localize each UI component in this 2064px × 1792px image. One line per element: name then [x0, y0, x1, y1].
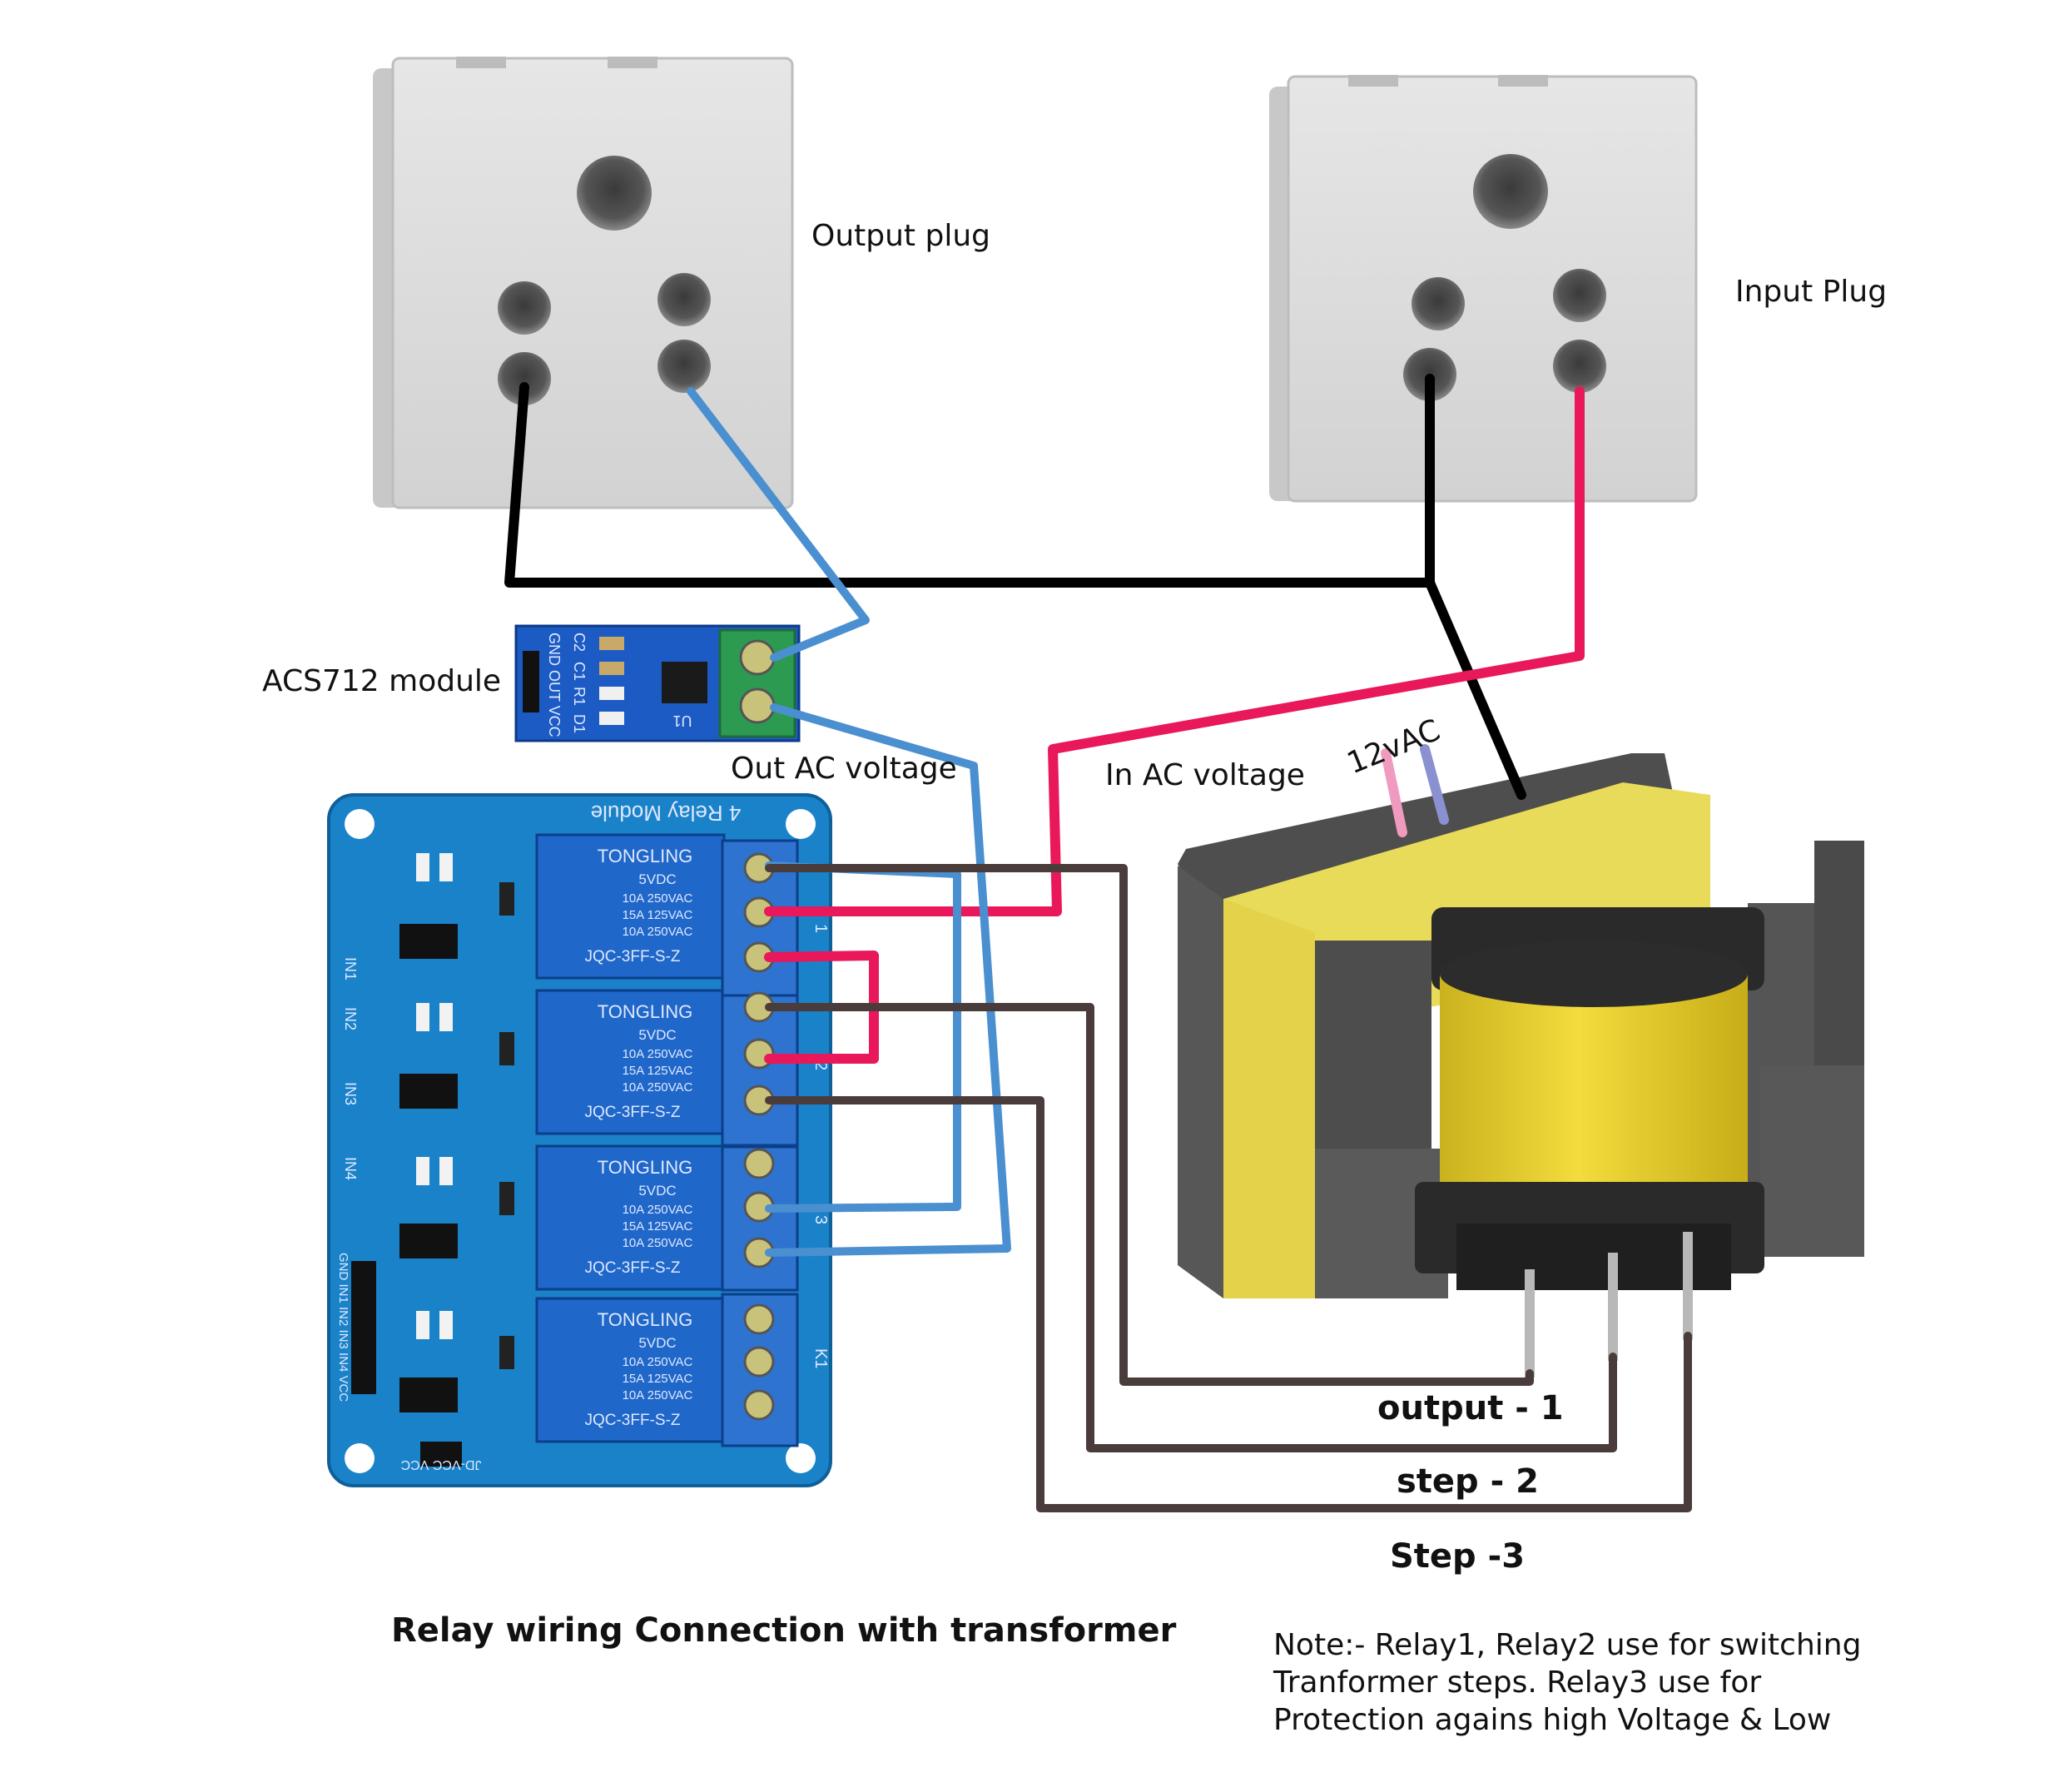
relay-3-rating-3: 10A 250VAC	[623, 1236, 693, 1250]
relay-4-rating-2: 15A 125VAC	[623, 1372, 693, 1386]
acs-part-c1: C1	[571, 662, 588, 681]
k-label-k1: K1	[811, 1348, 830, 1368]
jumper-label: JD-VCC VCC	[401, 1457, 482, 1472]
transformer-pin-1	[1525, 1269, 1535, 1378]
wire-step-2	[765, 1003, 1617, 1452]
transformer-pin-2	[1608, 1253, 1618, 1361]
relay-4-rating-3: 10A 250VAC	[623, 1388, 693, 1402]
relay-2-rating-1: 10A 250VAC	[623, 1047, 693, 1061]
input-plug	[1269, 75, 1698, 503]
note-line-1: Note:- Relay1, Relay2 use for switching	[1273, 1628, 1861, 1662]
input-label-in1: IN1	[342, 957, 359, 980]
output-plug-label: Output plug	[811, 219, 990, 253]
input-label-in3: IN3	[342, 1082, 359, 1105]
input-label-in2: IN2	[342, 1007, 359, 1030]
header-label: GND IN1 IN2 IN3 IN4 VCC	[336, 1253, 350, 1402]
k-label-3: 3	[811, 1215, 830, 1224]
relay-1-model: JQC-3FF-S-Z	[584, 948, 680, 965]
note-line-3: Protection agains high Voltage & Low	[1273, 1703, 1831, 1737]
relay-4-coil: 5VDC	[638, 1335, 676, 1351]
wire-12vac-pink	[1381, 748, 1407, 837]
acs-part-d1: D1	[571, 714, 588, 733]
step-3-label: Step -3	[1390, 1537, 1525, 1576]
wire-blue-output	[687, 387, 870, 662]
relay-4: TONGLING 5VDC 10A 250VAC 15A 125VAC 10A …	[535, 1297, 726, 1443]
acs712-board: GND OUT VCC C2 C1 R1 D1 U1	[514, 624, 801, 742]
jd-vcc-jumper	[420, 1442, 462, 1467]
relay-1-rating-3: 10A 250VAC	[623, 925, 693, 939]
input-label-in4: IN4	[342, 1157, 359, 1180]
relay-4-model: JQC-3FF-S-Z	[584, 1412, 680, 1429]
terminal-block-k3	[721, 991, 799, 1147]
relay-3-coil: 5VDC	[638, 1183, 676, 1199]
input-header	[351, 1261, 376, 1394]
relay-3-rating-2: 15A 125VAC	[623, 1219, 693, 1234]
relay-1: TONGLING 5VDC 10A 250VAC 15A 125VAC 10A …	[535, 833, 726, 980]
earth-socket-hole	[577, 156, 652, 231]
diagram-title: Relay wiring Connection with transformer	[391, 1611, 1177, 1650]
relay-module: 4 Relay Module TONGLING 5VDC 10A 250VAC …	[327, 793, 832, 1487]
relay-4-brand: TONGLING	[598, 1309, 693, 1330]
relay-1-rating-1: 10A 250VAC	[623, 891, 693, 906]
relay-2-rating-3: 10A 250VAC	[623, 1080, 693, 1095]
out-ac-voltage-label: Out AC voltage	[731, 752, 957, 786]
acs-pin-label: GND OUT VCC	[546, 633, 563, 737]
relay-3-rating-1: 10A 250VAC	[623, 1203, 693, 1217]
relay-2-model: JQC-3FF-S-Z	[584, 1104, 680, 1121]
relay-3-brand: TONGLING	[598, 1157, 693, 1178]
input-plug-label: Input Plug	[1735, 275, 1887, 309]
acs-part-r1: R1	[571, 687, 588, 706]
output-1-label: output - 1	[1377, 1389, 1564, 1427]
relay-1-rating-2: 15A 125VAC	[623, 908, 693, 922]
acs712-chip	[662, 662, 707, 703]
k-label-2: 2	[811, 1061, 830, 1070]
wire-12vac-violet	[1420, 744, 1449, 825]
step-2-label: step - 2	[1397, 1462, 1539, 1501]
relay-board-title: 4 Relay Module	[591, 801, 742, 826]
relay-2-brand: TONGLING	[598, 1001, 693, 1022]
wire-step-3	[765, 1096, 1692, 1512]
terminal-block-k1	[721, 1293, 799, 1447]
relay-2-coil: 5VDC	[638, 1027, 676, 1043]
relay-4-rating-1: 10A 250VAC	[623, 1355, 693, 1369]
relay-3: TONGLING 5VDC 10A 250VAC 15A 125VAC 10A …	[535, 1144, 726, 1291]
in-ac-voltage-label: In AC voltage	[1105, 758, 1305, 792]
acs-part-u1: U1	[672, 712, 692, 729]
wires	[504, 374, 1692, 1512]
note-line-2: Tranformer steps. Relay3 use for	[1273, 1665, 1761, 1700]
relay-1-coil: 5VDC	[638, 871, 676, 887]
wire-black-neutral	[504, 374, 1435, 588]
terminal-block-k2	[721, 1145, 799, 1292]
relay-2-rating-2: 15A 125VAC	[623, 1064, 693, 1078]
relay-3-model: JQC-3FF-S-Z	[584, 1259, 680, 1277]
k-label-1: 1	[811, 924, 830, 933]
transformer	[1178, 753, 1864, 1378]
relay-1-brand: TONGLING	[598, 846, 693, 866]
wire-output-1	[765, 864, 1534, 1386]
relay-2: TONGLING 5VDC 10A 250VAC 15A 125VAC 10A …	[535, 989, 726, 1135]
acs-part-c2: C2	[571, 633, 588, 652]
acs712-label: ACS712 module	[262, 664, 501, 698]
wire-black-transformer	[1425, 578, 1526, 800]
transformer-pin-3	[1683, 1232, 1693, 1340]
